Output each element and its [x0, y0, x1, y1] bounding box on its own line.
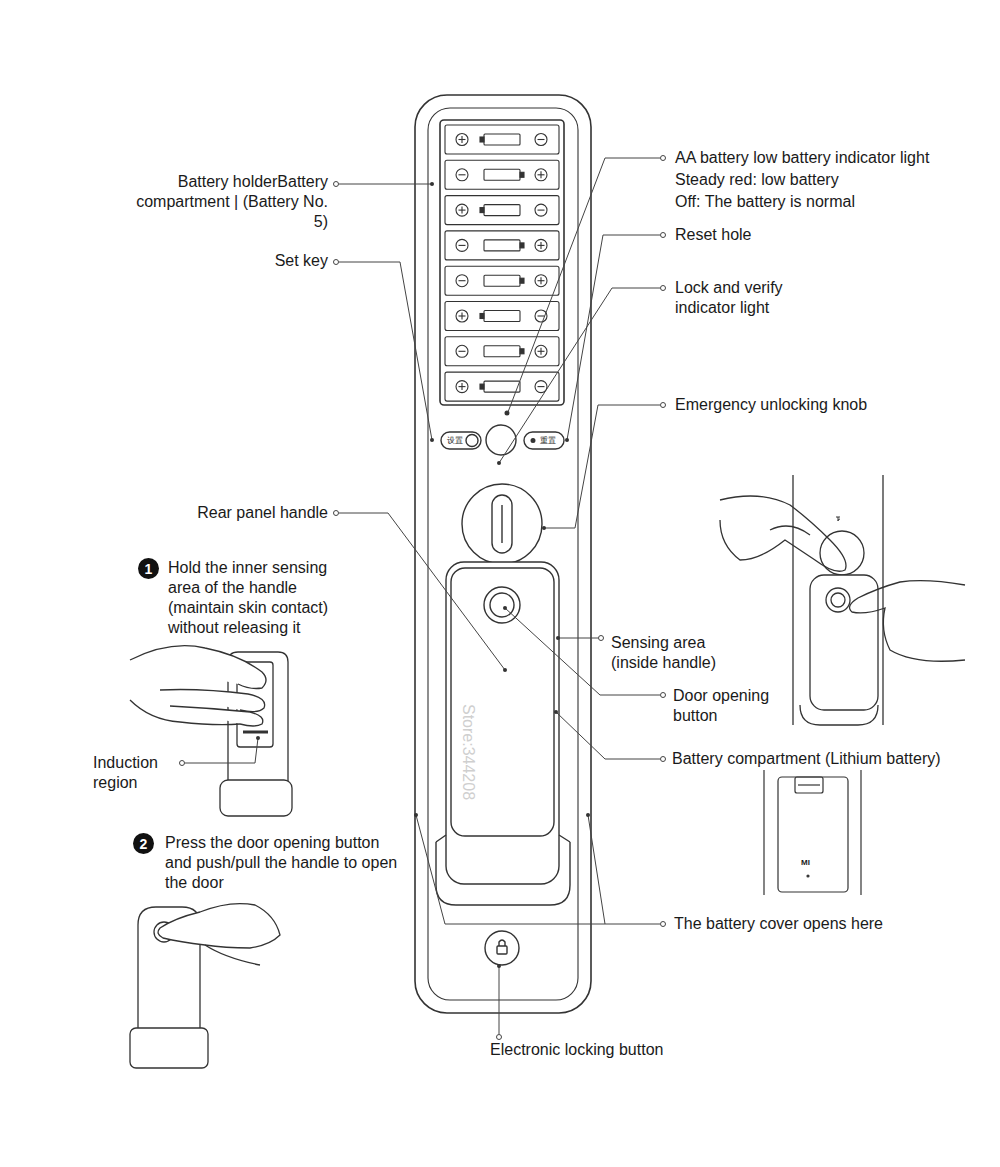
- watermark: Store:344208: [458, 704, 478, 800]
- logo-text: MI: [801, 858, 810, 868]
- lock-controls: [436, 411, 570, 965]
- part-label: Lock and verify indicator light: [675, 278, 825, 318]
- part-label: Induction region: [93, 753, 181, 793]
- battery-rows: [445, 125, 559, 401]
- step-number: 1: [138, 558, 159, 579]
- battery-slot: [445, 196, 559, 225]
- inset-hold-handle: [130, 646, 292, 816]
- battery-cover: [764, 770, 861, 895]
- battery-slot: [445, 337, 559, 366]
- step-number-text: 1: [145, 562, 153, 576]
- button-text: 设置: [447, 435, 463, 446]
- step-number: 2: [133, 833, 154, 854]
- step-text: Press the door opening button and push/p…: [165, 833, 407, 893]
- step-number-text: 2: [140, 837, 148, 851]
- part-note: Off: The battery is normal: [675, 192, 855, 212]
- part-label: Battery compartment (Lithium battery): [672, 749, 941, 769]
- part-label: Emergency unlocking knob: [675, 395, 867, 415]
- leader-ends: [180, 156, 666, 1040]
- battery-slot: [445, 160, 559, 189]
- part-label: Battery holderBattery compartment | (Bat…: [128, 172, 328, 232]
- part-label: Electronic locking button: [490, 1040, 663, 1060]
- battery-slot: [445, 266, 559, 295]
- battery-slot: [445, 231, 559, 260]
- part-label: Reset hole: [675, 225, 752, 245]
- part-label: Door opening button: [673, 686, 785, 726]
- part-label: Rear panel handle: [148, 503, 328, 523]
- battery-slot: [445, 125, 559, 154]
- inset-press-button: [130, 904, 280, 1068]
- button-text: 重置: [540, 435, 556, 446]
- part-label: Set key: [228, 251, 328, 271]
- step-text: Hold the inner sensing area of the handl…: [168, 558, 353, 638]
- part-note: Steady red: low battery: [675, 170, 839, 190]
- part-label: The battery cover opens here: [674, 914, 883, 934]
- part-label: AA battery low battery indicator light: [675, 148, 929, 168]
- battery-slot: [445, 302, 559, 331]
- lock-body: [415, 95, 591, 1013]
- part-label: Sensing area (inside handle): [611, 633, 736, 673]
